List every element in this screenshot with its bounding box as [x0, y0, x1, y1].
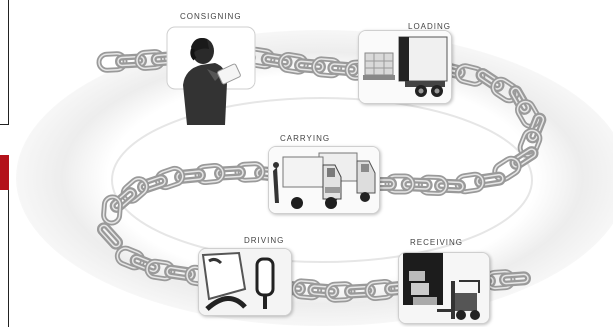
chain-link [344, 283, 376, 299]
left-panel-frame-lower [0, 190, 9, 327]
chain-link [291, 278, 323, 301]
chain-link [384, 173, 416, 195]
loading-image [358, 30, 452, 104]
chain-link [260, 52, 293, 70]
chain-link [364, 279, 396, 301]
chain-link [174, 168, 206, 184]
chain-link [307, 282, 340, 299]
stage-label-carrying: CARRYING [280, 134, 331, 143]
chain-link [474, 171, 506, 189]
chain-link [327, 60, 360, 77]
businessman-phone-icon [166, 26, 256, 125]
chain-link [214, 165, 246, 181]
chain-link [154, 165, 186, 191]
chain-link [509, 146, 539, 170]
chain-link [508, 85, 532, 115]
chain-link [134, 49, 166, 71]
chain-link [324, 281, 356, 303]
chain-link [234, 161, 266, 183]
stage-label-receiving: RECEIVING [410, 238, 464, 247]
left-panel-frame [0, 0, 9, 125]
chain-link [115, 53, 147, 69]
left-panel-red-tab [0, 155, 9, 190]
chain-link [434, 178, 466, 194]
chain-link [114, 245, 146, 271]
chain-link [101, 194, 123, 226]
chain-link [136, 174, 169, 194]
chain-link [96, 222, 124, 250]
pallet-loading-truck-icon [359, 31, 451, 103]
chain-link [164, 264, 196, 282]
chain-link [311, 56, 343, 79]
stage-label-loading: LOADING [408, 22, 452, 31]
chain-link [109, 187, 138, 213]
chain-link [475, 68, 505, 92]
chain-link [525, 112, 547, 144]
chain-link [277, 52, 309, 75]
consigning-image [165, 25, 257, 125]
carrying-image [268, 146, 380, 214]
receiving-image [398, 252, 490, 324]
chain-link [129, 253, 161, 275]
semi-trucks-icon [269, 147, 379, 213]
driving-image [198, 248, 292, 316]
chain-link [194, 163, 226, 185]
chain-link [144, 258, 176, 282]
chain-link [499, 271, 531, 287]
chain-link [417, 174, 449, 197]
chain-link [120, 176, 150, 204]
chain-link [96, 51, 128, 73]
forklift-warehouse-icon [399, 253, 489, 323]
truck-cab-interior-icon [199, 249, 291, 315]
stage-label-consigning: CONSIGNING [180, 12, 242, 21]
chain-link [400, 177, 433, 193]
stage-label-driving: DRIVING [244, 236, 285, 245]
chain-link [294, 58, 326, 74]
